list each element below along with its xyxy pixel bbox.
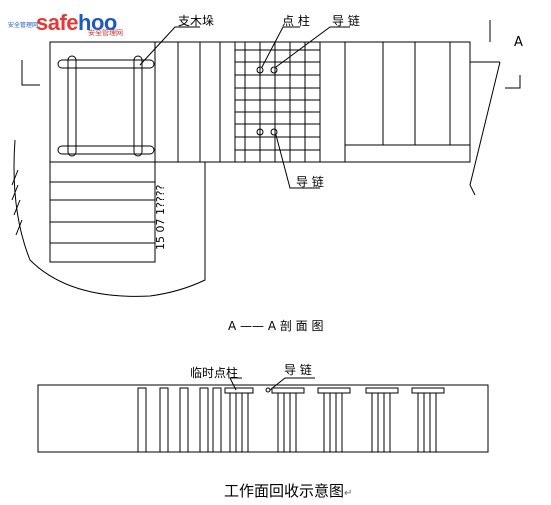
- left-bracket: [21, 60, 40, 86]
- plan-view: [11, 20, 521, 297]
- main-caption-text: 工作面回收示意图: [224, 482, 345, 500]
- point-pillar-label: 点 柱: [282, 14, 310, 28]
- vertical-dimension-label: 15 07 1????: [154, 184, 167, 250]
- right-bracket: [505, 75, 521, 89]
- roof-panels: [154, 42, 451, 162]
- guide-chain-label-bottom: 导 链: [284, 363, 312, 377]
- chain-dot: [265, 387, 271, 393]
- watermark-small-text: 安全管理网: [8, 22, 39, 29]
- section-view: [37, 377, 489, 453]
- main-caption: 工作面回收示意图↵: [224, 480, 352, 501]
- watermark-brand-accent: hoo: [78, 10, 117, 35]
- return-mark-icon: ↵: [344, 488, 353, 499]
- watermark-tagline: 安全管理网: [88, 29, 123, 37]
- hatched-area: [235, 42, 321, 162]
- guide-chain-label-top: 导 链: [332, 14, 360, 28]
- roadway-step: [469, 42, 500, 63]
- temp-pillar-label: 临时点柱: [190, 366, 239, 380]
- section-pillars: [137, 387, 445, 453]
- goaf-edge-right: [469, 61, 501, 196]
- support-crib: [57, 55, 155, 157]
- face-block: [49, 161, 156, 263]
- chain-leader-bottom: [269, 377, 315, 391]
- section-mark-label: A: [514, 35, 523, 50]
- watermark-brand-main: safe: [36, 10, 79, 35]
- support-crib-label: 支木垛: [178, 14, 215, 28]
- leader-lines: [139, 26, 350, 189]
- lower-step: [344, 144, 470, 162]
- point-pillars: [256, 66, 278, 136]
- goaf-curve-left: [13, 139, 206, 297]
- face-slats: [50, 181, 155, 244]
- temp-pillar-leader: [229, 377, 242, 391]
- section-outline: [37, 384, 489, 453]
- guide-chain-label-mid: 导 链: [296, 175, 324, 189]
- watermark-logo: safehoo: [36, 10, 117, 36]
- section-title: A —— A 剖 面 图: [228, 319, 324, 333]
- goaf-hatch: [11, 169, 23, 236]
